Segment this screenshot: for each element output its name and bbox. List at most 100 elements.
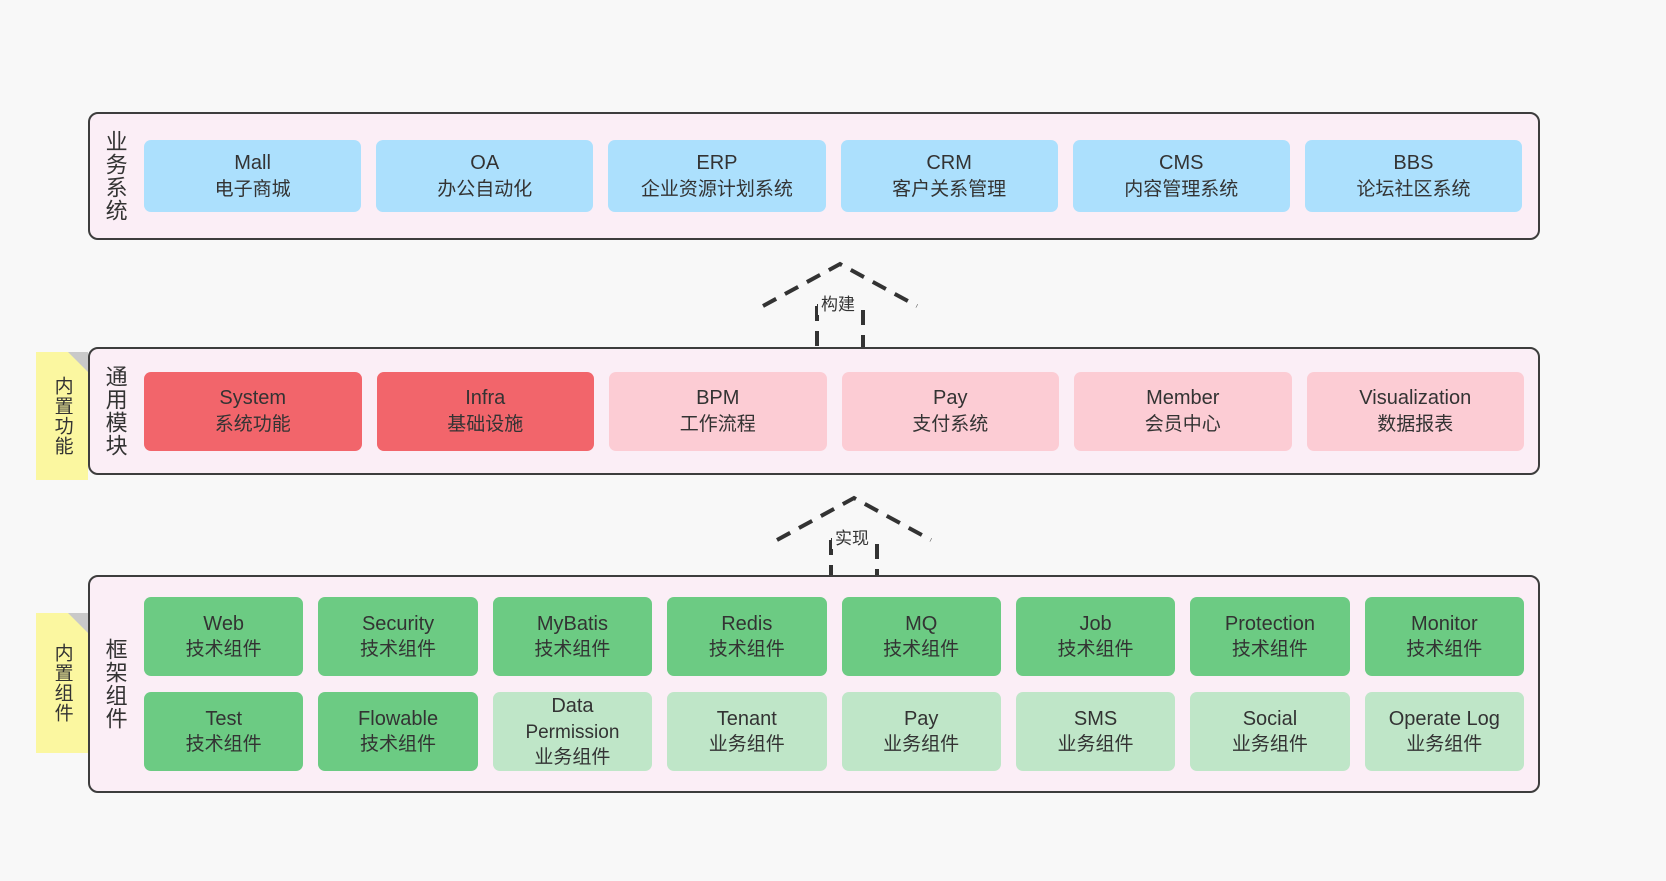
cell-subtitle: 内容管理系统: [1124, 178, 1239, 200]
common-module-visualization[interactable]: Visualization 数据报表: [1306, 371, 1524, 451]
cell-subtitle: 技术组件: [185, 734, 262, 756]
cell-subtitle: 技术组件: [708, 639, 785, 661]
cell-title: Redis: [721, 612, 773, 635]
business-system-crm[interactable]: CRM 客户关系管理: [840, 140, 1058, 212]
sticky-fold-icon: [68, 613, 88, 633]
relation-implement-arrow: 实现: [769, 492, 939, 582]
common-module-member[interactable]: Member 会员中心: [1074, 371, 1292, 451]
common-module-system[interactable]: System 系统功能: [144, 371, 362, 451]
cell-subtitle: 技术组件: [883, 639, 960, 661]
business-system-mall[interactable]: Mall 电子商城: [144, 140, 362, 212]
framework-component-mq[interactable]: MQ 技术组件: [841, 597, 1001, 676]
cell-subtitle: 企业资源计划系统: [640, 178, 793, 200]
cell-subtitle: 技术组件: [360, 734, 437, 756]
cell-subtitle: 电子商城: [214, 178, 291, 200]
sticky-note-builtin-features-label: 内置功能: [51, 376, 73, 456]
framework-component-protection[interactable]: Protection 技术组件: [1190, 597, 1350, 676]
cell-title: System: [219, 387, 287, 410]
relation-implement-label: 实现: [832, 524, 872, 549]
sticky-note-builtin-features: 内置功能: [36, 352, 88, 480]
cell-subtitle: 业务组件: [1057, 734, 1134, 756]
cell-title-line2: Permission: [525, 721, 620, 743]
cell-title: Flowable: [358, 707, 439, 730]
cell-title: CRM: [926, 152, 972, 175]
framework-component-operate-log[interactable]: Operate Log 业务组件: [1364, 692, 1524, 771]
relation-build-arrow: 构建: [755, 258, 925, 348]
framework-component-mybatis[interactable]: MyBatis 技术组件: [492, 597, 653, 676]
business-system-oa[interactable]: OA 办公自动化: [376, 140, 594, 212]
framework-component-pay[interactable]: Pay 业务组件: [841, 692, 1001, 771]
cell-subtitle: 技术组件: [1231, 639, 1308, 661]
framework-component-tenant[interactable]: Tenant 业务组件: [667, 692, 827, 771]
cell-title: Web: [203, 612, 245, 635]
cell-subtitle: 业务组件: [1231, 734, 1308, 756]
cell-subtitle: 技术组件: [534, 639, 611, 661]
cell-subtitle: 数据报表: [1377, 413, 1454, 435]
cell-subtitle: 系统功能: [214, 413, 291, 435]
framework-component-test[interactable]: Test 技术组件: [144, 692, 304, 771]
cell-subtitle: 办公自动化: [437, 178, 533, 200]
cell-title: Monitor: [1410, 612, 1478, 635]
framework-component-sms[interactable]: SMS 业务组件: [1015, 692, 1176, 771]
cell-title: Security: [361, 612, 435, 635]
cell-subtitle: 业务组件: [1406, 734, 1483, 756]
cell-subtitle: 业务组件: [883, 734, 960, 756]
cell-subtitle: 论坛社区系统: [1356, 178, 1471, 200]
cell-subtitle: 技术组件: [1406, 639, 1483, 661]
layer-title-framework-components: 框架组件: [102, 638, 128, 730]
cell-subtitle: 业务组件: [534, 746, 611, 768]
cell-title: MQ: [905, 612, 938, 635]
business-system-bbs[interactable]: BBS 论坛社区系统: [1304, 140, 1523, 212]
cell-title: Data: [551, 695, 594, 718]
cell-title: Member: [1146, 387, 1220, 410]
cell-subtitle: 技术组件: [360, 639, 437, 661]
cell-title: BBS: [1393, 152, 1434, 175]
cell-title: Mall: [234, 152, 271, 175]
cell-title: BPM: [696, 387, 740, 410]
cell-title: MyBatis: [536, 612, 608, 635]
framework-component-flowable[interactable]: Flowable 技术组件: [318, 692, 478, 771]
cell-title: Test: [205, 707, 243, 730]
cell-subtitle: 业务组件: [708, 734, 785, 756]
common-module-bpm[interactable]: BPM 工作流程: [609, 371, 827, 451]
cell-subtitle: 工作流程: [679, 413, 756, 435]
framework-component-redis[interactable]: Redis 技术组件: [667, 597, 827, 676]
cell-title: Visualization: [1359, 387, 1472, 410]
sticky-fold-icon: [68, 352, 88, 372]
relation-build-label: 构建: [818, 290, 858, 315]
cell-title: Social: [1242, 707, 1298, 730]
cell-subtitle: 技术组件: [185, 639, 262, 661]
cell-subtitle: 技术组件: [1057, 639, 1134, 661]
cell-title: Pay: [903, 707, 939, 730]
cell-title: SMS: [1073, 707, 1118, 730]
framework-component-security[interactable]: Security 技术组件: [318, 597, 478, 676]
framework-component-social[interactable]: Social 业务组件: [1190, 692, 1350, 771]
cell-title: OA: [470, 152, 500, 175]
cell-subtitle: 会员中心: [1144, 413, 1221, 435]
framework-component-monitor[interactable]: Monitor 技术组件: [1364, 597, 1524, 676]
sticky-note-builtin-components: 内置组件: [36, 613, 88, 753]
cell-title: Tenant: [716, 707, 777, 730]
cell-title: Operate Log: [1388, 707, 1500, 730]
cell-title: Protection: [1224, 612, 1315, 635]
cell-subtitle: 客户关系管理: [892, 178, 1007, 200]
layer-title-business-systems: 业务系统: [102, 130, 128, 222]
framework-component-web[interactable]: Web 技术组件: [144, 597, 304, 676]
layer-title-common-modules: 通用模块: [102, 365, 128, 457]
cell-title: Pay: [933, 387, 968, 410]
